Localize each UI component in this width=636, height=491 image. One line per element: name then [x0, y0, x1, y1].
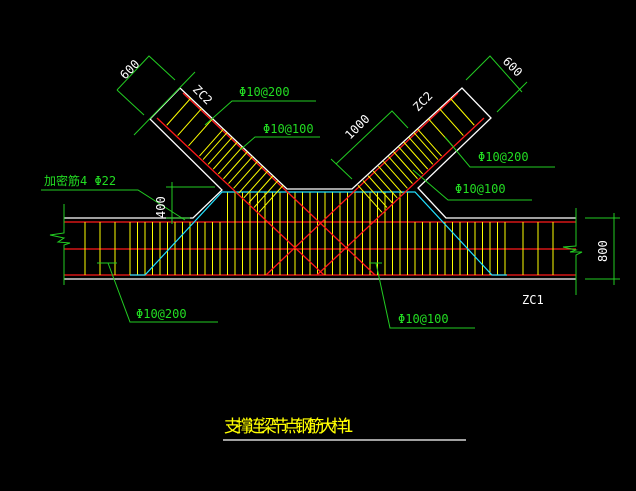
beam-outline-top — [64, 87, 576, 219]
brace-stirrup — [233, 161, 258, 189]
brace-stirrup — [199, 128, 224, 157]
leader-left-200 — [204, 100, 316, 126]
dim-brace-left-width: 600 — [117, 57, 142, 82]
leader-left-100 — [239, 136, 320, 151]
brace-stirrup — [438, 108, 464, 136]
brace-stirrup — [367, 175, 393, 204]
dim-ext-1000 — [330, 158, 353, 180]
brace-stirrup — [177, 108, 203, 136]
dim-ext-left-600b — [133, 71, 196, 136]
brace-stirrup — [223, 151, 248, 180]
brace-rebar-upper — [182, 92, 376, 276]
dim-ext-left-600a — [116, 89, 145, 116]
brace-stirrup — [408, 137, 434, 165]
break-line-right — [562, 208, 583, 295]
brace-stirrup — [258, 185, 284, 213]
brace-left-stirrup-dense-label: Φ10@100 — [263, 122, 314, 136]
text-labels: 600 ZC2 Φ10@200 Φ10@100 加密筋4 Φ22 400 100… — [44, 54, 610, 441]
brace-left-stirrup-sparse-label: Φ10@200 — [239, 85, 290, 99]
beam-stirrups — [84, 192, 554, 275]
brace-stirrup — [383, 161, 408, 189]
brace-stirrup — [228, 156, 253, 184]
brace-left-zc2 — [156, 92, 376, 276]
brace-stirrup — [188, 118, 213, 147]
beam-stirrup-dense-label: Φ10@100 — [398, 312, 449, 326]
brace-rebar-lower — [316, 117, 485, 276]
leader-right-200 — [444, 136, 555, 168]
brace-stirrup — [417, 128, 442, 157]
leader-beam-100b — [375, 262, 475, 329]
leader-beam-200b — [107, 262, 218, 323]
beam-zc1 — [49, 87, 583, 295]
beam-name: ZC1 — [522, 293, 544, 307]
brace-stirrup — [413, 132, 439, 160]
brace-stirrup — [449, 97, 475, 126]
brace-stirrup — [238, 165, 264, 194]
brace-right-stirrup-sparse-label: Φ10@200 — [478, 150, 529, 164]
brace-right-stirrup-dense-label: Φ10@100 — [455, 182, 506, 196]
brace-right-zc2 — [265, 92, 485, 276]
break-line-left — [49, 204, 71, 285]
leader-added-bars — [41, 189, 186, 221]
brace-stirrup — [212, 141, 238, 170]
brace-stirrup — [243, 170, 269, 199]
brace-stirrup — [217, 146, 243, 175]
brace-rebar-upper — [265, 92, 459, 276]
brace-stirrup — [248, 175, 274, 204]
brace-stirrup — [388, 156, 413, 184]
brace-stirrup — [372, 170, 398, 199]
brace-stirrup — [393, 151, 418, 180]
brace-stirrup — [202, 132, 228, 160]
brace-stirrup — [403, 141, 429, 170]
dim-brace-right-width: 600 — [500, 54, 525, 79]
dim-line-right-600 — [465, 55, 523, 93]
beam-stirrup-sparse-label: Φ10@200 — [136, 307, 187, 321]
brace-stirrup — [207, 137, 233, 165]
leader-right-100 — [412, 169, 532, 201]
drawing-title: 支撑连梁节点钢筋大样1 — [224, 417, 354, 437]
annotation-lines — [41, 55, 620, 329]
brace-right-name: ZC2 — [410, 89, 435, 114]
brace-rebar-lower — [156, 117, 325, 276]
brace-stirrup — [357, 185, 383, 213]
added-bars-label: 加密筋4 Φ22 — [44, 173, 116, 188]
brace-stirrup — [253, 180, 279, 208]
dim-line-1000 — [335, 110, 409, 165]
dim-line-left-600 — [116, 55, 176, 91]
brace-stirrup — [362, 180, 388, 208]
brace-stirrup — [377, 165, 403, 194]
brace-stirrup — [398, 146, 424, 175]
dim-dense-zone-length: 1000 — [342, 112, 372, 142]
dim-beam-height: 800 — [596, 240, 610, 262]
brace-stirrup — [166, 97, 192, 126]
dim-haunch-height: 400 — [154, 196, 168, 218]
dim-ext-right-600 — [496, 81, 528, 113]
haunch-outline — [130, 191, 507, 276]
